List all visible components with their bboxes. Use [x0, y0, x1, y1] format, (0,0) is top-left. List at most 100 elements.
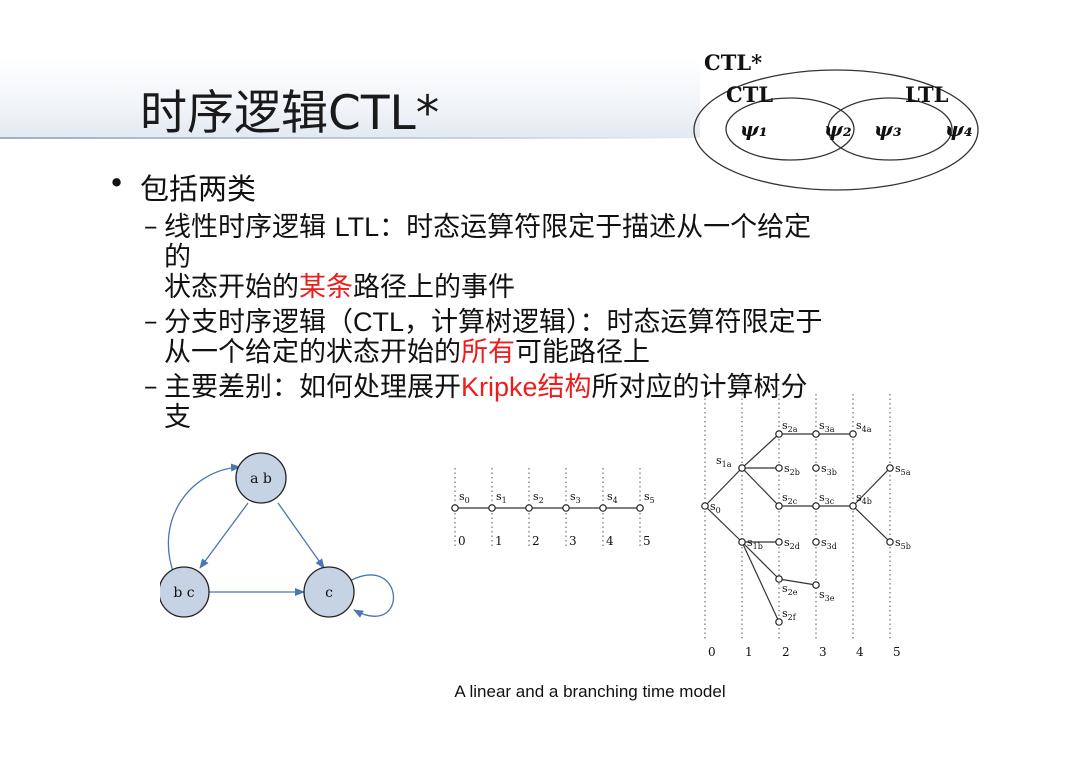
- edge-bc-to-ab: [167, 463, 241, 575]
- branching-edge: [852, 467, 891, 507]
- highlight-all: 所有: [461, 337, 515, 368]
- branching-label-s4b: s4b: [856, 491, 872, 506]
- bullet-list: • 包括两类 – 线性时序逻辑 LTL：时态运算符限定于描述从一个给定的 状态开…: [108, 166, 828, 433]
- linear-state-point: [599, 504, 607, 512]
- linear-time-label: 2: [532, 534, 540, 548]
- branching-state-s4a: [849, 430, 857, 438]
- linear-state-s5: s5: [644, 490, 655, 505]
- linear-time-label: 5: [643, 534, 651, 548]
- branching-label-s4a: s4a: [856, 419, 872, 434]
- branching-edge: [741, 467, 780, 507]
- branching-time-label: 0: [708, 645, 716, 659]
- edge-ab-to-bc: [199, 502, 249, 569]
- psi3-label: ψ₃: [874, 117, 902, 141]
- linear-state-s4: s4: [607, 490, 618, 505]
- slide-title: 时序逻辑CTL*: [140, 86, 440, 141]
- venn-diagram: CTL* CTL LTL ψ₁ ψ₂ ψ₃ ψ₄: [693, 50, 979, 191]
- branching-state-s5a: [886, 464, 894, 472]
- branching-state-s3d: [812, 538, 820, 546]
- branching-label-s2f: s2f: [782, 607, 797, 622]
- ctl-star-ellipse: [693, 69, 979, 191]
- linear-state-point: [562, 504, 570, 512]
- branching-time-label: 1: [745, 645, 753, 659]
- psi1-label: ψ₁: [740, 117, 768, 141]
- branching-edge: [741, 541, 780, 580]
- linear-state-s0: s0: [459, 490, 470, 505]
- node-bc: [160, 566, 210, 618]
- branching-state-s4b: [849, 502, 857, 510]
- linear-time-label: 1: [495, 534, 503, 548]
- branching-label-s3c: s3c: [819, 491, 835, 506]
- linear-state-point: [488, 504, 496, 512]
- ltl-ellipse: [827, 97, 953, 161]
- linear-state-point: [525, 504, 533, 512]
- linear-state-s2: s2: [533, 490, 544, 505]
- branching-label-s1a: s1a: [716, 454, 732, 469]
- branching-label-s2a: s2a: [782, 419, 798, 434]
- node-c: [303, 566, 355, 618]
- sub-bullet-ctl: – 分支时序逻辑（CTL，计算树逻辑）：时态运算符限定于 从一个给定的状态开始的…: [144, 306, 823, 368]
- psi2-label: ψ₂: [824, 117, 852, 141]
- branching-edge: [704, 467, 743, 507]
- branching-label-s5a: s5a: [895, 462, 911, 477]
- branching-state-s2c: [775, 502, 783, 510]
- edge-c-self-loop: [347, 574, 395, 618]
- branching-state-s3a: [812, 430, 820, 438]
- branching-edge: [704, 505, 743, 543]
- branching-time-label: 3: [819, 645, 827, 659]
- node-ab-label: a b: [250, 471, 272, 487]
- linear-state-s1: s1: [496, 490, 507, 505]
- sub-bullet-ltl: – 线性时序逻辑 LTL：时态运算符限定于描述从一个给定的 状态开始的某条路径上…: [144, 211, 812, 303]
- branching-state-s5b: [886, 538, 894, 546]
- branching-edge: [852, 505, 891, 543]
- branching-state-s3e: [812, 581, 820, 589]
- node-bc-label: b c: [173, 585, 194, 601]
- linear-time-label: 3: [569, 534, 577, 548]
- bullet-dot: •: [108, 166, 126, 200]
- branching-state-s3b: [812, 464, 820, 472]
- node-ab: [235, 452, 287, 504]
- psi4-label: ψ₄: [945, 117, 973, 141]
- highlight-kripke: Kripke: [461, 372, 538, 402]
- title-band: [0, 58, 700, 138]
- branching-edge: [741, 433, 780, 469]
- ctl-star-label: CTL*: [704, 50, 762, 75]
- branching-label-s3a: s3a: [819, 419, 835, 434]
- linear-state-point: [636, 504, 644, 512]
- sub-bullet-difference: – 主要差别：如何处理展开Kripke结构所对应的计算树分支: [144, 371, 808, 433]
- linear-time-label: 4: [606, 534, 614, 548]
- branching-time-label: 4: [856, 645, 864, 659]
- branching-label-s2b: s2b: [784, 462, 800, 477]
- branching-time-label: 2: [782, 645, 790, 659]
- branching-label-s0: s0: [710, 500, 721, 515]
- branching-label-s5b: s5b: [895, 536, 911, 551]
- node-c-label: c: [325, 585, 333, 601]
- branching-edge: [741, 541, 780, 623]
- branching-state-s1a: [738, 464, 746, 472]
- branching-label-s3d: s3d: [821, 536, 837, 551]
- branching-label-s3b: s3b: [821, 462, 837, 477]
- branching-label-s2d: s2d: [784, 536, 800, 551]
- kripke-structure: a b b c c: [160, 452, 395, 618]
- linear-time-model: s0 0 s1 1 s2 2 s3 3 s4 4 s5 5: [451, 468, 655, 548]
- branching-state-s2a: [775, 430, 783, 438]
- title-underline: [0, 137, 700, 139]
- ctl-ellipse: [725, 97, 855, 161]
- branching-time-label: 5: [893, 645, 901, 659]
- branching-state-s2b: [775, 464, 783, 472]
- ltl-label: LTL: [905, 82, 949, 107]
- bullet-main: • 包括两类: [108, 166, 257, 206]
- branching-label-s1b: s1b: [747, 536, 763, 551]
- figure-caption: A linear and a branching time model: [454, 682, 726, 701]
- linear-state-s3: s3: [570, 490, 581, 505]
- branching-state-s1b: [738, 538, 746, 546]
- linear-time-label: 0: [458, 534, 466, 548]
- highlight-some: 某条: [299, 272, 353, 303]
- branching-label-s3e: s3e: [819, 588, 835, 603]
- branching-label-s2c: s2c: [782, 491, 798, 506]
- highlight-structure: 结构: [537, 372, 592, 403]
- edge-ab-to-c: [277, 502, 325, 569]
- linear-state-point: [451, 504, 459, 512]
- ctl-label: CTL: [726, 82, 773, 107]
